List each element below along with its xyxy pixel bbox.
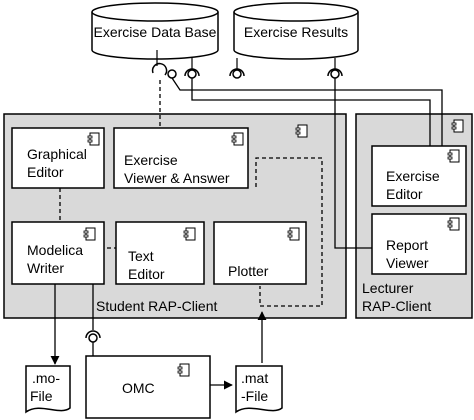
svg-text:Exercise: Exercise xyxy=(386,168,440,184)
svg-text:Editor: Editor xyxy=(27,164,64,180)
svg-text:Report: Report xyxy=(386,237,428,253)
student-client-component-icon xyxy=(295,124,308,138)
plotter-component: Plotter xyxy=(213,221,307,285)
omc-component: OMC xyxy=(85,355,211,419)
svg-text:Viewer: Viewer xyxy=(386,255,429,271)
lecturer-client-label-line1: Lecturer xyxy=(362,280,414,296)
svg-text:Writer: Writer xyxy=(27,260,64,276)
omc-ball xyxy=(88,333,98,343)
svg-text:OMC: OMC xyxy=(122,380,155,396)
exercise-database: Exercise Data Base xyxy=(91,2,219,60)
omc-socket xyxy=(85,330,101,339)
svg-text:Viewer & Answer: Viewer & Answer xyxy=(124,170,230,186)
svg-text:.mo-: .mo- xyxy=(32,370,60,386)
svg-text:Editor: Editor xyxy=(386,186,423,202)
exercise-viewer-answer-component: Exercise Viewer & Answer xyxy=(113,127,249,189)
exercise-editor-component: Exercise Editor xyxy=(371,145,467,207)
svg-text:.mat: .mat xyxy=(241,370,268,386)
svg-text:-File: -File xyxy=(241,388,268,404)
text-editor-component: Text Editor xyxy=(115,221,205,285)
connections xyxy=(50,77,443,390)
mo-file-artifact: .mo- File xyxy=(25,365,71,414)
exercise-database-label: Exercise Data Base xyxy=(94,24,217,40)
exercise-results-label: Exercise Results xyxy=(244,24,348,40)
modelica-writer-component: Modelica Writer xyxy=(11,221,105,285)
svg-text:File: File xyxy=(30,388,53,404)
lecturer-client-label-line2: RAP-Client xyxy=(362,298,431,314)
svg-text:Modelica: Modelica xyxy=(27,242,83,258)
exercise-results-database: Exercise Results xyxy=(233,2,359,60)
mat-file-artifact: .mat -File xyxy=(235,365,283,414)
graphical-editor-component: Graphical Editor xyxy=(11,127,105,189)
student-client-label: Student RAP-Client xyxy=(96,298,218,314)
svg-text:Editor: Editor xyxy=(128,266,165,282)
report-viewer-component: Report Viewer xyxy=(371,213,467,275)
svg-text:Exercise: Exercise xyxy=(124,152,178,168)
svg-text:Text: Text xyxy=(128,248,154,264)
lecturer-client-component-icon xyxy=(451,119,464,133)
svg-text:Plotter: Plotter xyxy=(228,263,269,279)
svg-text:Graphical: Graphical xyxy=(27,146,87,162)
